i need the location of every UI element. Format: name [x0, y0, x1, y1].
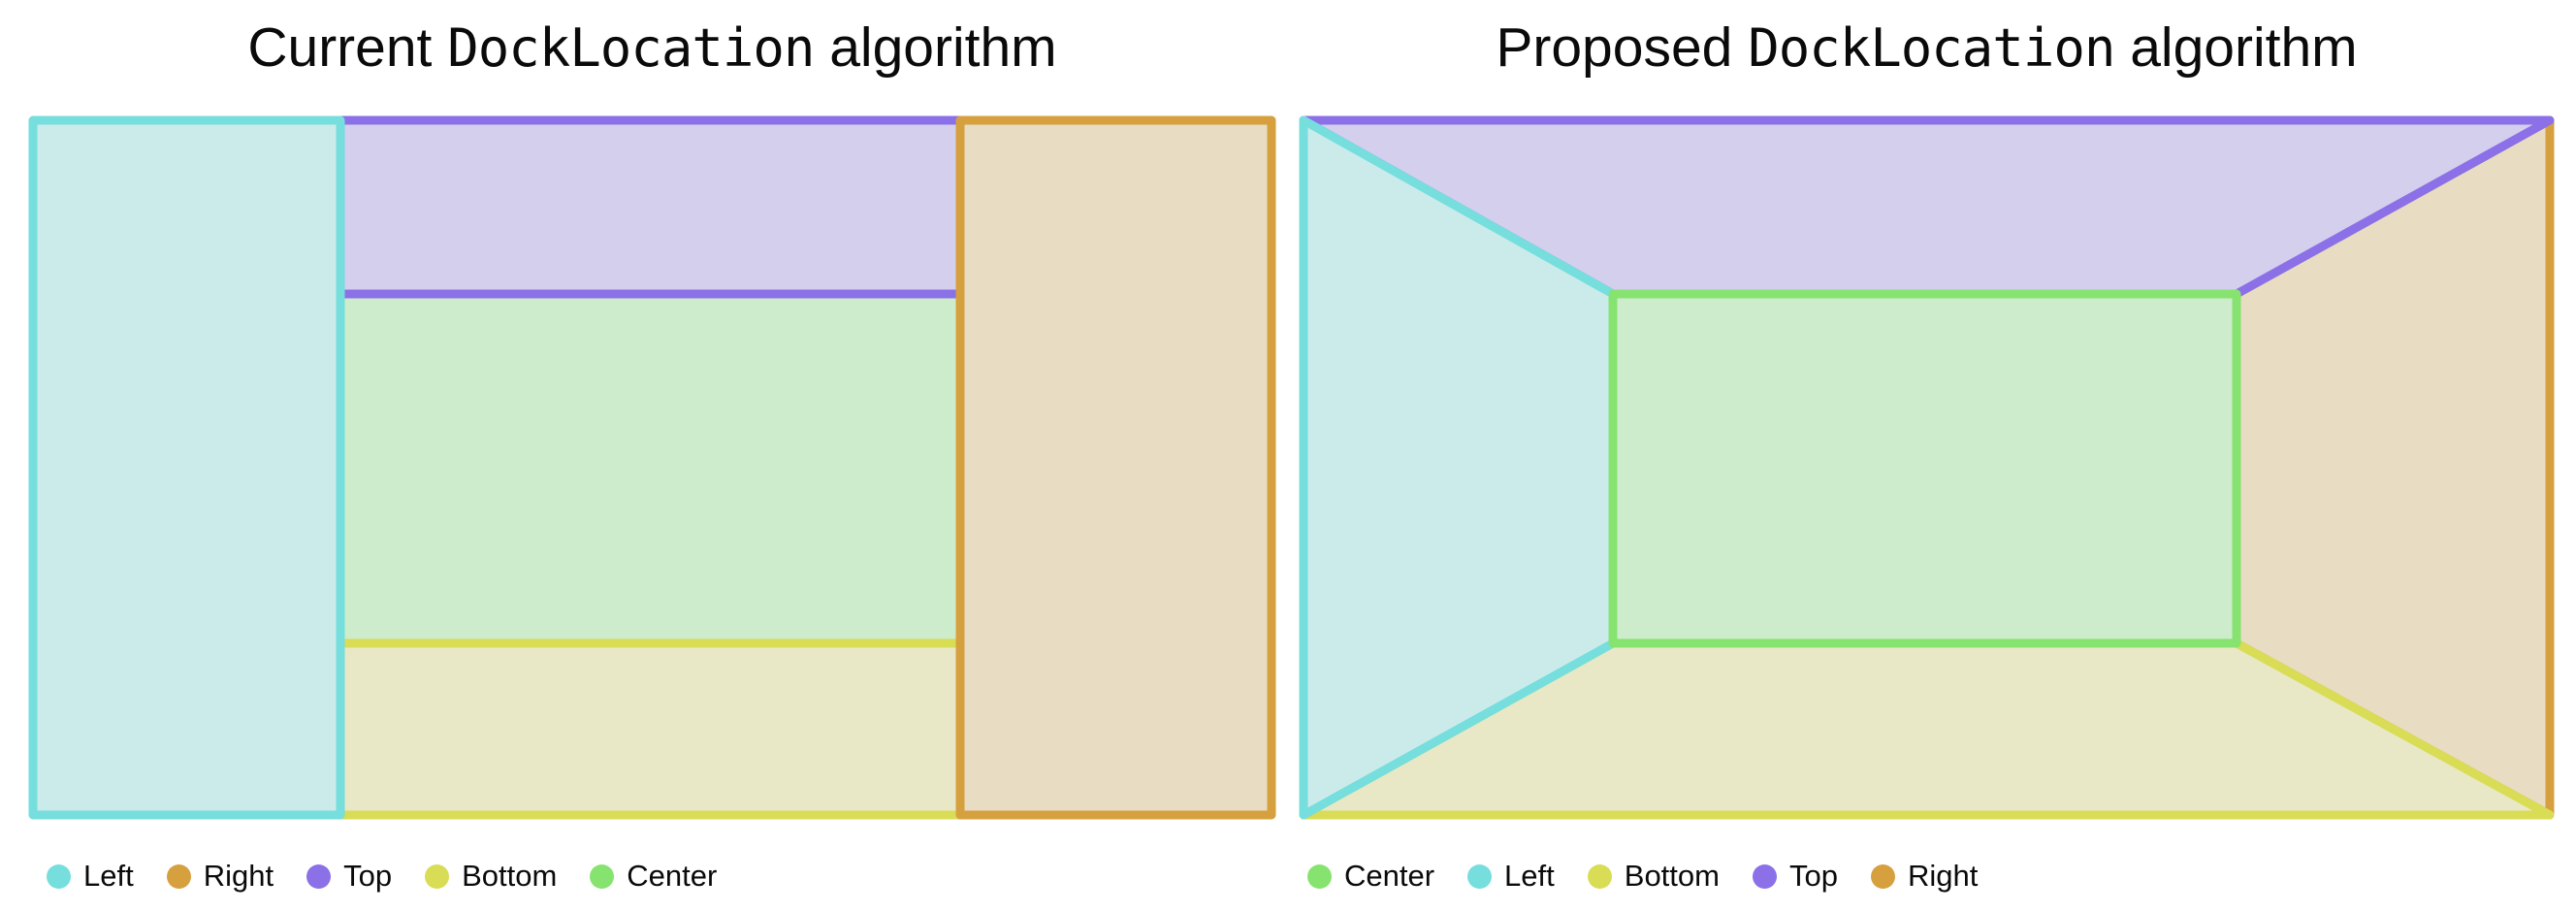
- legend-label: Center: [1344, 859, 1435, 893]
- legend-label: Right: [203, 859, 274, 893]
- current-panel-diagram: [28, 115, 1276, 820]
- legend-item-left: Left: [1467, 859, 1555, 894]
- proposed-title-suffix: algorithm: [2130, 16, 2358, 79]
- right-swatch-icon: [1870, 863, 1895, 889]
- legend-label: Left: [1504, 859, 1555, 893]
- top-swatch-icon: [306, 863, 332, 889]
- legend-label: Bottom: [1624, 859, 1720, 893]
- bottom-swatch-icon: [1587, 863, 1612, 889]
- center-swatch-icon: [590, 863, 615, 889]
- current-panel-legend: Left Right Top Bottom Center: [47, 853, 717, 899]
- proposed-panel-diagram: [1299, 115, 2555, 820]
- proposed-center-region: [1608, 289, 2241, 648]
- bottom-swatch-icon: [425, 863, 450, 889]
- current-title-code: DockLocation: [447, 17, 815, 79]
- legend-label: Left: [83, 859, 134, 893]
- center-swatch-icon: [1307, 863, 1332, 889]
- current-right-region: [955, 115, 1276, 820]
- left-swatch-icon: [1467, 863, 1493, 889]
- legend-item-center: Center: [1307, 859, 1434, 894]
- proposed-title-code: DockLocation: [1748, 17, 2115, 79]
- current-left-region: [28, 115, 345, 820]
- legend-item-top: Top: [1752, 859, 1838, 894]
- legend-label: Right: [1907, 859, 1979, 893]
- legend-label: Top: [343, 859, 393, 893]
- legend-item-bottom: Bottom: [425, 859, 557, 894]
- left-swatch-icon: [47, 863, 71, 889]
- current-bottom-region: [336, 638, 965, 820]
- current-panel-title: Current DockLocation algorithm: [33, 14, 1272, 81]
- current-top-region: [336, 115, 965, 299]
- current-center-region: [336, 289, 965, 648]
- legend-label: Bottom: [462, 859, 558, 893]
- proposed-title-prefix: Proposed: [1496, 16, 1733, 79]
- current-title-prefix: Current: [247, 16, 433, 79]
- legend-item-right: Right: [1870, 859, 1979, 894]
- legend-label: Center: [627, 859, 718, 893]
- legend-item-center: Center: [590, 859, 717, 894]
- proposed-panel-title: Proposed DockLocation algorithm: [1304, 14, 2550, 81]
- legend-item-top: Top: [306, 859, 392, 894]
- legend-item-bottom: Bottom: [1587, 859, 1720, 894]
- current-title-suffix: algorithm: [829, 16, 1057, 79]
- top-swatch-icon: [1752, 863, 1777, 889]
- legend-label: Top: [1788, 859, 1838, 893]
- legend-item-right: Right: [166, 859, 274, 894]
- proposed-panel-legend: Center Left Bottom Top Right: [1307, 853, 1978, 899]
- legend-item-left: Left: [47, 859, 134, 894]
- right-swatch-icon: [166, 863, 191, 889]
